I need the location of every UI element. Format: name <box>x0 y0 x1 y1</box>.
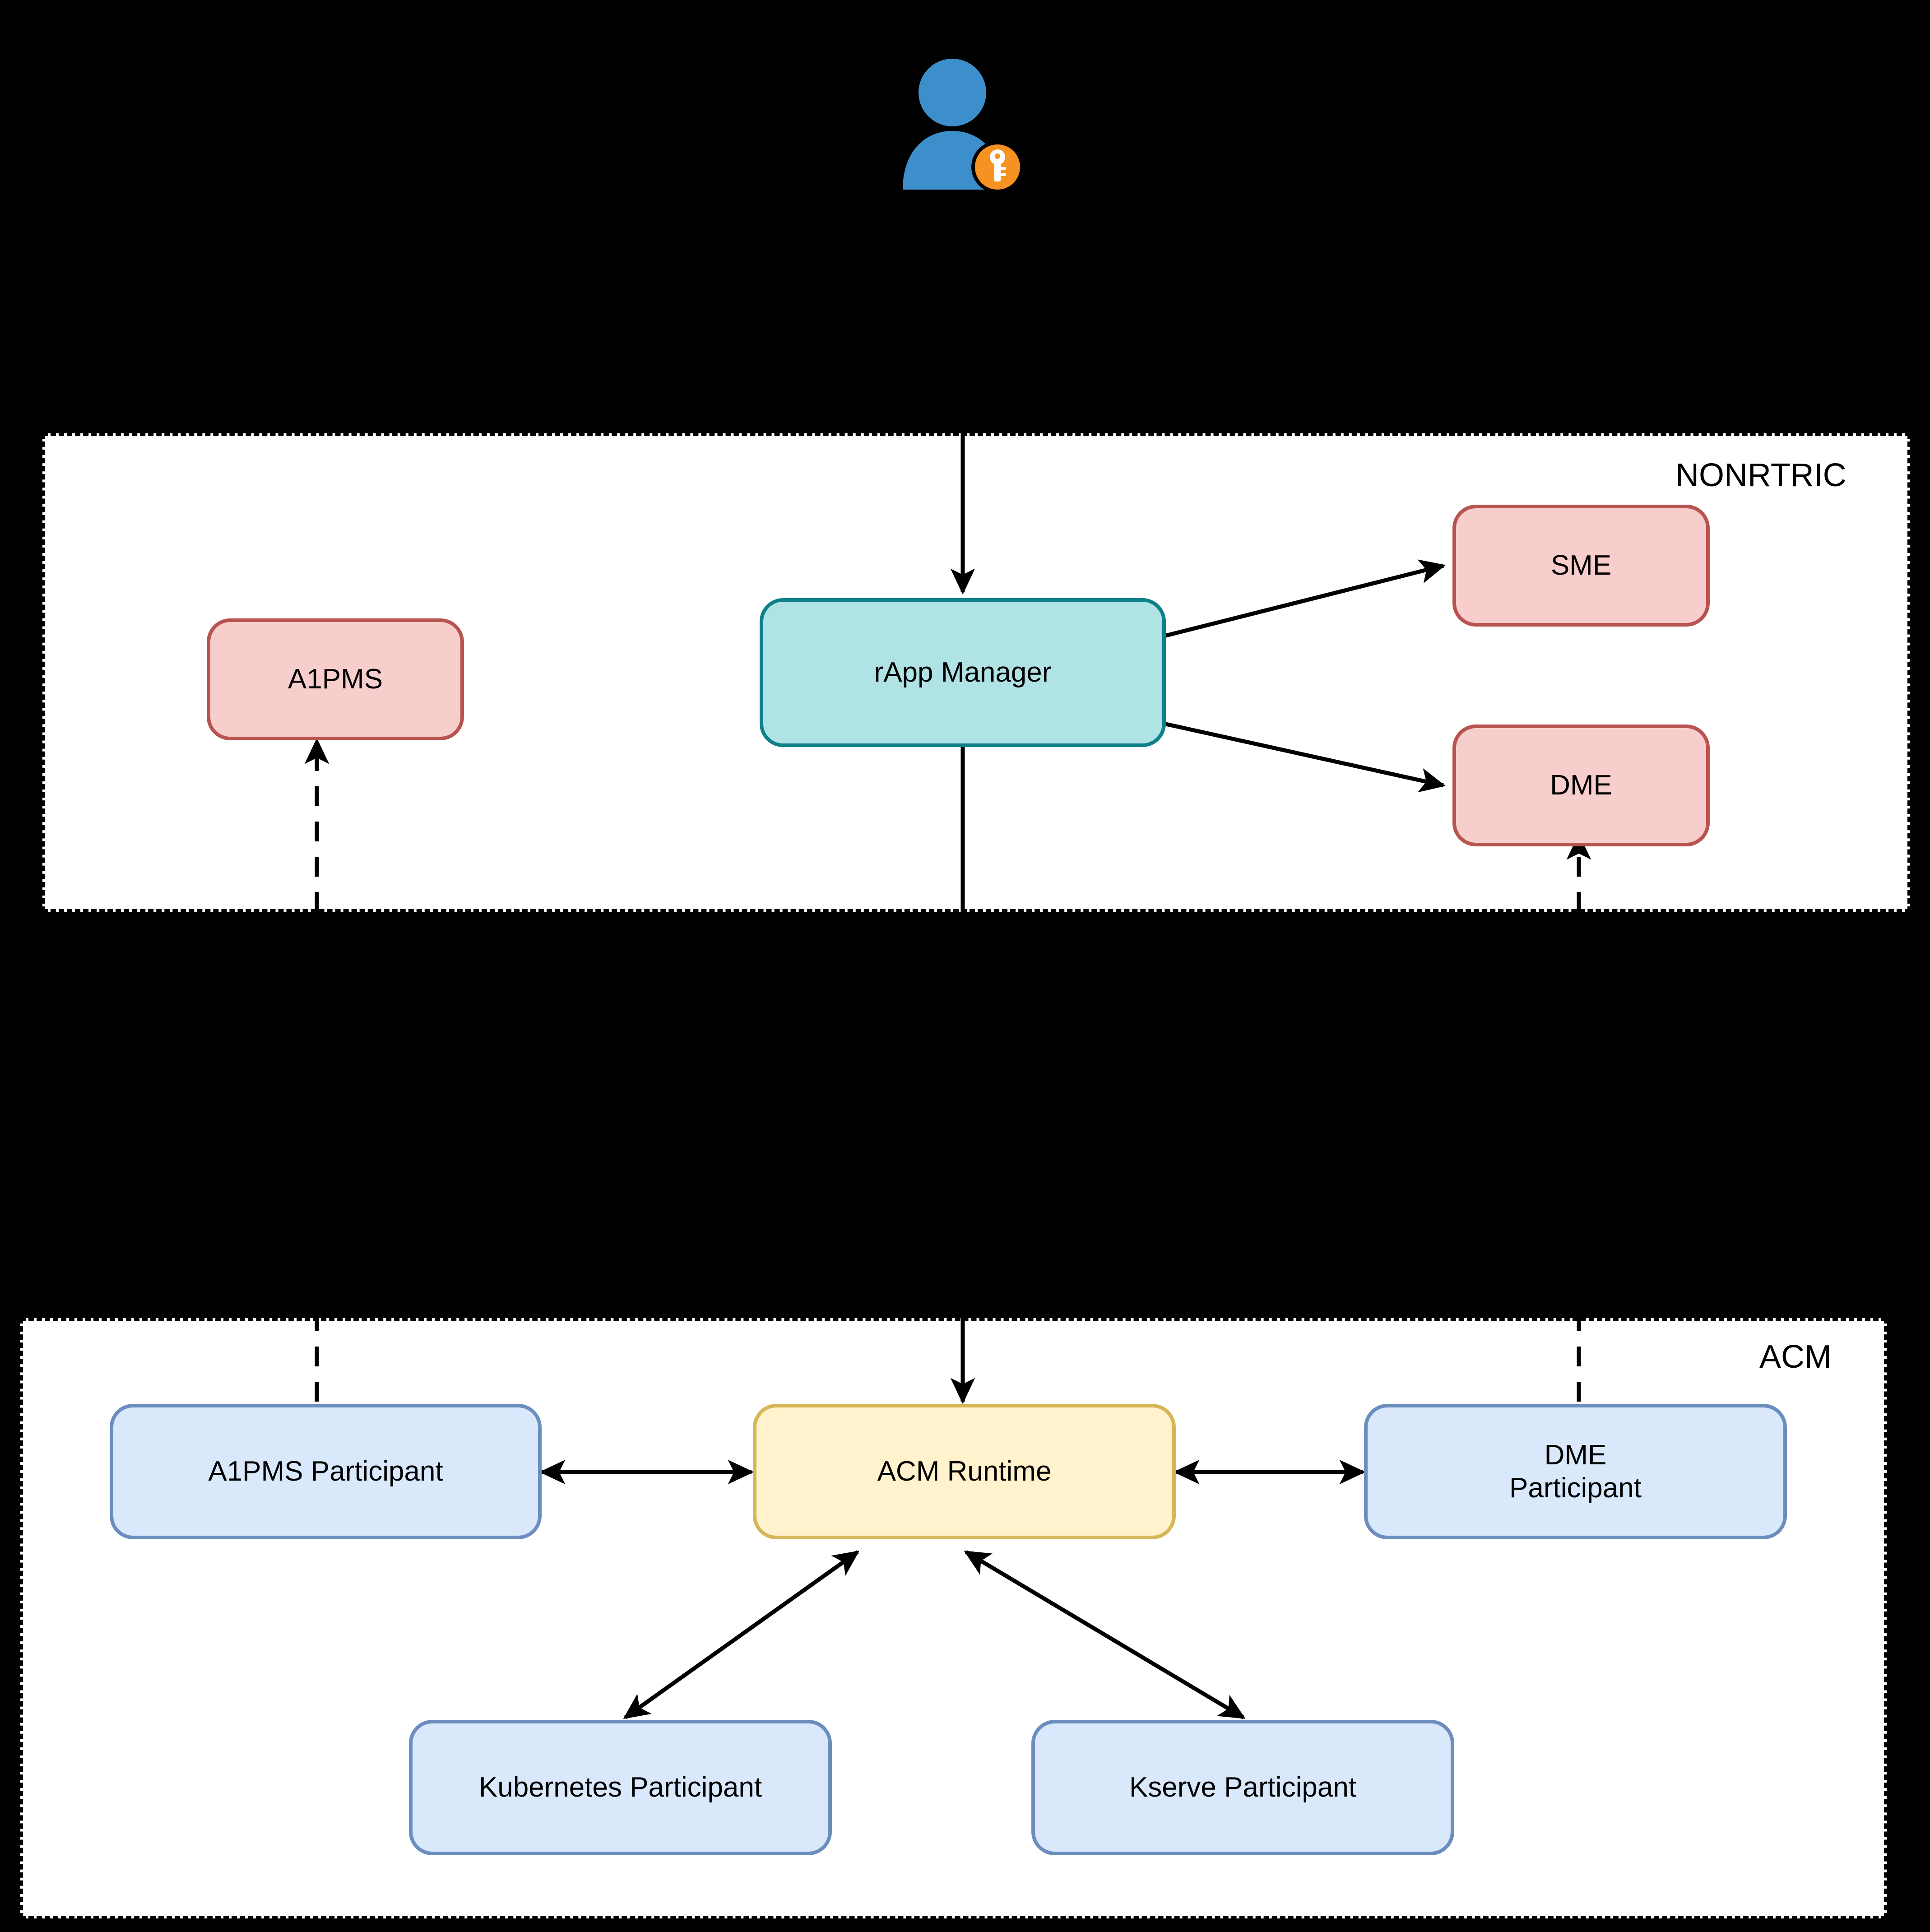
node-dme-participant[interactable]: DME Participant <box>1364 1404 1787 1539</box>
node-sme[interactable]: SME <box>1452 505 1710 627</box>
node-kubernetes-participant-label: Kubernetes Participant <box>478 1772 762 1803</box>
node-dme-participant-label-line2: Participant <box>1509 1472 1642 1504</box>
node-a1pms-participant[interactable]: A1PMS Participant <box>110 1404 542 1539</box>
node-dme-participant-label-line1: DME <box>1544 1439 1607 1471</box>
user-with-key-icon <box>882 54 1045 199</box>
node-kserve-participant-label: Kserve Participant <box>1129 1772 1357 1803</box>
group-acm-label: ACM <box>1759 1339 1832 1375</box>
node-acm-runtime[interactable]: ACM Runtime <box>753 1404 1176 1539</box>
node-kubernetes-participant[interactable]: Kubernetes Participant <box>409 1720 832 1855</box>
group-nonrtric-label: NONRTRIC <box>1675 457 1846 493</box>
node-a1pms-participant-label: A1PMS Participant <box>208 1456 443 1487</box>
node-rapp-manager[interactable]: rApp Manager <box>760 598 1166 747</box>
node-a1pms[interactable]: A1PMS <box>207 618 464 740</box>
node-rapp-manager-label: rApp Manager <box>874 657 1052 688</box>
node-kserve-participant[interactable]: Kserve Participant <box>1031 1720 1454 1855</box>
node-a1pms-label: A1PMS <box>288 664 383 695</box>
node-sme-label: SME <box>1550 550 1612 581</box>
node-acm-runtime-label: ACM Runtime <box>877 1456 1052 1487</box>
node-dme[interactable]: DME <box>1452 724 1710 846</box>
node-dme-label: DME <box>1550 770 1612 801</box>
